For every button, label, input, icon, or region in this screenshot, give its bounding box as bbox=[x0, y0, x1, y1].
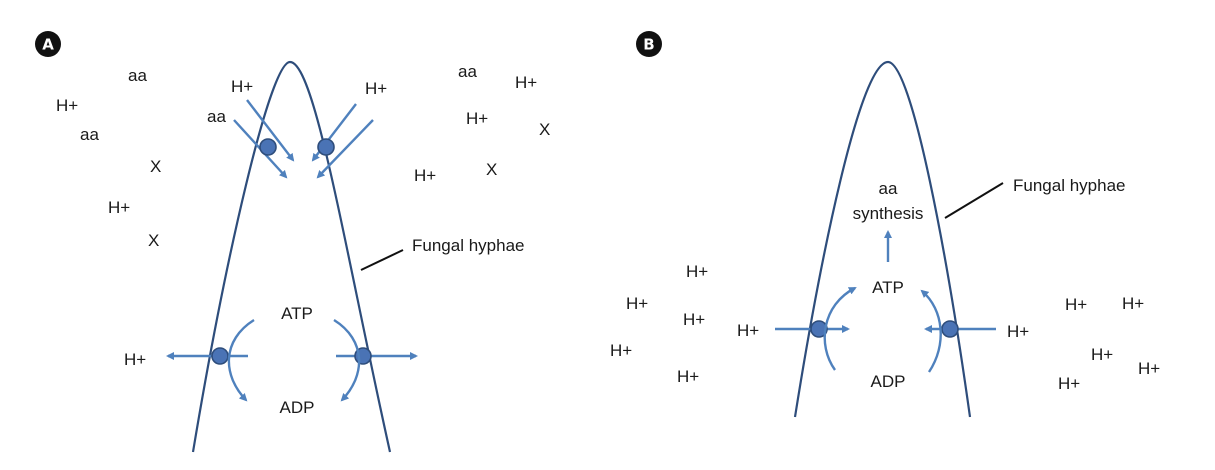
panel-b-label: H+ bbox=[1138, 359, 1160, 378]
panel-a-uptake-arrow bbox=[316, 119, 374, 179]
panel-a-atp-label: ATP bbox=[281, 304, 313, 323]
panel-b-atp-synthase bbox=[941, 320, 959, 338]
panel-a-label: H+ bbox=[466, 109, 488, 128]
panel-b-atp-label: ATP bbox=[872, 278, 904, 297]
panel-a-symporter bbox=[317, 138, 335, 156]
panel-b-synthesis-line2: synthesis bbox=[853, 204, 924, 223]
panel-b-hyphae-label: Fungal hyphae bbox=[1013, 176, 1125, 195]
panel-b-hyphae-leader bbox=[944, 182, 1004, 219]
panel-a-atp-hydrolysis-arrow bbox=[227, 318, 255, 402]
panel-a: A Fungal hyphae aa H+ aa X H+ X aa H+ X … bbox=[35, 31, 550, 453]
panel-a-proton-pump bbox=[211, 347, 229, 365]
panel-a-label: X bbox=[486, 160, 497, 179]
panel-a-label: X bbox=[148, 231, 159, 250]
panel-a-label: H+ bbox=[365, 79, 387, 98]
panel-b-label: H+ bbox=[737, 321, 759, 340]
panel-a-label: aa bbox=[80, 125, 99, 144]
panel-b-label: H+ bbox=[1058, 374, 1080, 393]
panel-a-label: H+ bbox=[231, 77, 253, 96]
panel-b-atp-synthesis-arrow bbox=[823, 286, 857, 371]
panel-b-label: H+ bbox=[683, 310, 705, 329]
panel-a-label: H+ bbox=[108, 198, 130, 217]
panel-b: B Fungal hyphae aa synthesis ATP ADP H+ … bbox=[610, 31, 1160, 418]
panel-b-label: H+ bbox=[1065, 295, 1087, 314]
panel-a-label: aa bbox=[128, 66, 147, 85]
panel-b-label: H+ bbox=[1007, 322, 1029, 341]
panel-b-label: H+ bbox=[677, 367, 699, 386]
panel-a-hypha-outline bbox=[191, 60, 392, 453]
panel-b-label: H+ bbox=[626, 294, 648, 313]
panel-b-badge: B bbox=[636, 31, 662, 57]
panel-b-label: H+ bbox=[1122, 294, 1144, 313]
panel-a-hyphae-leader bbox=[360, 249, 404, 271]
panel-b-hypha-outline bbox=[793, 60, 972, 418]
panel-a-label: H+ bbox=[515, 73, 537, 92]
panel-a-uptake-arrow bbox=[246, 99, 295, 162]
panel-a-label: H+ bbox=[414, 166, 436, 185]
panel-a-letter: A bbox=[42, 36, 54, 54]
panel-a-badge: A bbox=[35, 31, 61, 57]
panel-a-label: aa bbox=[207, 107, 226, 126]
panel-a-atp-hydrolysis-arrow bbox=[333, 318, 361, 402]
panel-a-symporter bbox=[259, 138, 277, 156]
panel-a-label: aa bbox=[458, 62, 477, 81]
panel-b-atp-synthase bbox=[810, 320, 828, 338]
panel-a-label: H+ bbox=[56, 96, 78, 115]
panel-a-label: X bbox=[539, 120, 550, 139]
panel-a-adp-label: ADP bbox=[280, 398, 315, 417]
panel-a-hyphae-label: Fungal hyphae bbox=[412, 236, 524, 255]
panel-b-letter: B bbox=[643, 36, 654, 54]
panel-b-adp-label: ADP bbox=[871, 372, 906, 391]
panel-a-label: H+ bbox=[124, 350, 146, 369]
panel-b-atp-synthesis-arrow bbox=[920, 289, 942, 373]
panel-b-label: H+ bbox=[686, 262, 708, 281]
panel-b-label: H+ bbox=[610, 341, 632, 360]
panel-b-label: H+ bbox=[1091, 345, 1113, 364]
panel-b-synthesis-line1: aa bbox=[879, 179, 898, 198]
panel-a-label: X bbox=[150, 157, 161, 176]
